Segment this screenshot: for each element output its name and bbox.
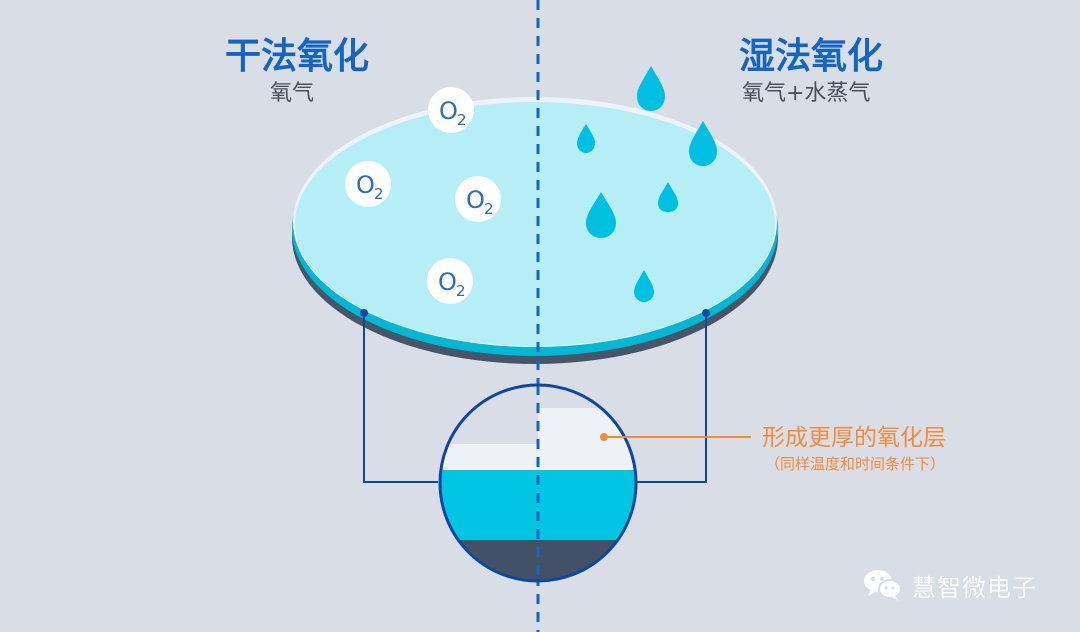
o2-molecule-1: O 2 [428, 87, 474, 133]
o2-molecule-1-base: O [439, 97, 458, 125]
watermark: 慧智微电子 [862, 565, 1062, 605]
wet-oxidation-subtitle: 氧气+水蒸气 [742, 81, 870, 106]
o2-molecule-2-base: O [356, 171, 375, 199]
water-droplet-icon [577, 124, 595, 153]
left-connection-line [363, 313, 438, 483]
o2-molecule-2-subscript: 2 [374, 185, 384, 203]
o2-molecule-4-subscript: 2 [456, 282, 466, 300]
o2-molecule-1-subscript: 2 [457, 111, 467, 129]
o2-molecule-3-base: O [466, 186, 485, 214]
water-droplet-icon [689, 121, 717, 166]
substrate-dark-layer [440, 540, 636, 581]
o2-molecule-4-base: O [438, 268, 457, 296]
o2-molecule-3-subscript: 2 [484, 200, 494, 218]
disk-top-surface [295, 102, 775, 346]
wechat-icon-svg [864, 570, 902, 601]
dry-oxidation-title: 干法氧化 [225, 36, 369, 77]
dry-oxide-layer [440, 444, 538, 470]
water-droplet-icon [658, 182, 678, 212]
callout-main-text: 形成更厚的氧化层 [762, 425, 946, 451]
o2-molecule-4: O 2 [427, 258, 473, 304]
right-connection-line [636, 313, 707, 483]
watermark-text: 慧智微电子 [912, 573, 1037, 602]
o2-molecule-3: O 2 [455, 176, 501, 222]
o2-molecule-2: O 2 [345, 161, 391, 207]
wechat-icon [862, 568, 904, 602]
dry-oxidation-subtitle: 氧气 [270, 81, 314, 106]
water-droplet-icon [637, 66, 665, 111]
wet-oxidation-title: 湿法氧化 [739, 36, 883, 77]
magnifier-ring [438, 383, 638, 583]
water-droplet-icon [634, 270, 654, 302]
wet-oxide-layer [538, 408, 636, 470]
callout-sub-text: （同样温度和时间条件下） [765, 455, 945, 473]
water-droplet-icon [586, 192, 616, 238]
